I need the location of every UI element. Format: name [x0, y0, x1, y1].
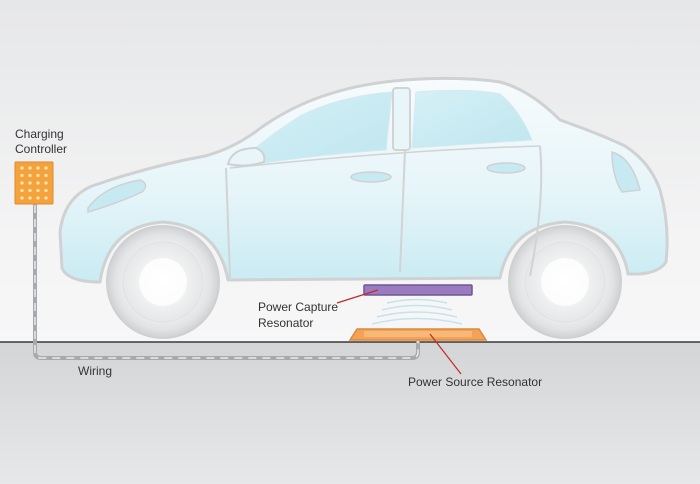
side-mirror	[226, 146, 266, 167]
dot-grid-icon	[20, 166, 48, 200]
controller-dot	[44, 196, 48, 200]
rear-wheel	[106, 225, 220, 339]
controller-dot	[20, 166, 24, 170]
controller-dot	[28, 196, 32, 200]
front-door-edge	[529, 145, 543, 277]
wiring-label: Wiring	[78, 364, 112, 378]
b-pillar	[392, 87, 411, 151]
capture-label-line-1: Power Capture	[258, 300, 338, 314]
tail-light	[87, 179, 147, 213]
front-wheel	[508, 225, 622, 339]
wiring-cable-dashes	[34, 205, 419, 359]
magnetic-wave-icon	[371, 298, 463, 325]
controller-dot	[28, 173, 32, 178]
controller-dot	[44, 166, 48, 170]
capture-pointer-line	[336, 289, 379, 304]
rear-door-edge	[225, 167, 231, 279]
rear-door-handle	[350, 171, 392, 183]
door-seam	[399, 149, 406, 273]
controller-dot	[28, 181, 32, 185]
rear-window	[231, 91, 393, 169]
front-window	[411, 89, 533, 149]
capture-label-line-2: Resonator	[258, 316, 313, 330]
ground	[0, 342, 700, 484]
controller-dot	[36, 188, 40, 193]
belt-line	[229, 145, 541, 169]
head-light	[611, 150, 641, 193]
controller-dot	[36, 181, 40, 185]
controller-dot	[36, 166, 40, 170]
power-source-resonator-top	[364, 331, 472, 337]
controller-label-line-2: Controller	[15, 142, 67, 156]
controller-dot	[20, 188, 24, 193]
controller-dot	[36, 173, 40, 178]
controller-dot	[28, 188, 32, 193]
charging-controller	[14, 161, 54, 205]
controller-dot	[44, 181, 48, 185]
front-door-handle	[486, 162, 526, 174]
controller-dot	[36, 196, 40, 200]
controller-label-line-1: Charging	[15, 127, 64, 141]
controller-dot	[20, 181, 24, 185]
power-capture-resonator-plate	[363, 284, 473, 296]
controller-dot	[44, 173, 48, 178]
controller-dot	[20, 173, 24, 178]
source-pointer-line	[429, 333, 462, 375]
controller-box	[14, 161, 54, 205]
controller-dot	[44, 188, 48, 193]
controller-dot	[28, 166, 32, 170]
power-source-label: Power Source Resonator	[408, 375, 542, 389]
controller-dot	[20, 196, 24, 200]
